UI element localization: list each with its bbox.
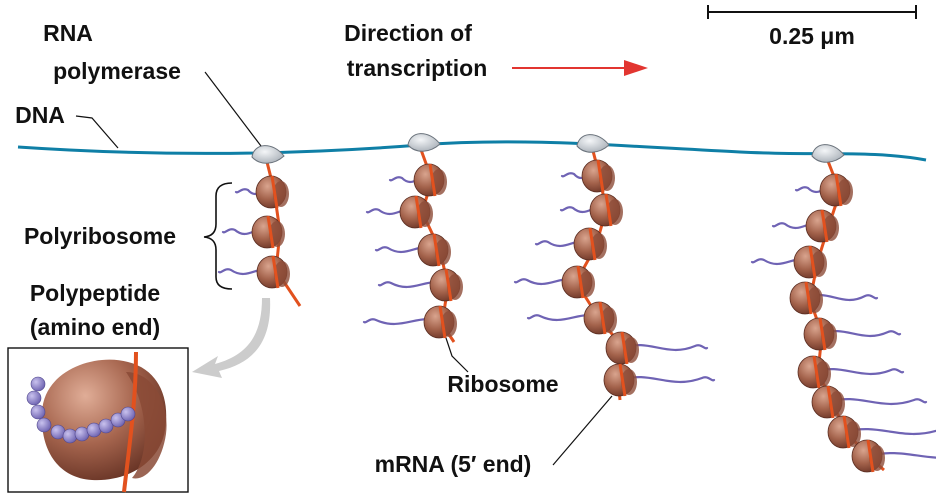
ribosome: [811, 385, 845, 419]
ribosome: [797, 355, 831, 389]
ribosome: [827, 415, 861, 449]
ribosome: [793, 245, 827, 279]
rna-polymerase: [811, 144, 845, 163]
amino-acid-bead: [62, 428, 78, 444]
ribosome: [581, 159, 615, 193]
rna-polymerases: [251, 133, 845, 164]
polypeptide-chain: [622, 344, 709, 351]
polyribosome-label: Polyribosome: [24, 223, 176, 249]
ribosome: [803, 317, 837, 351]
ribosome: [573, 227, 607, 261]
polypeptide-chain: [814, 368, 905, 375]
rna-polymerase-label-2: polymerase: [53, 58, 181, 84]
ribosome: [805, 209, 839, 243]
mrna-strands: [217, 146, 936, 473]
ribosome: [251, 215, 285, 249]
direction-label: Direction of: [344, 20, 472, 46]
ribosome: [255, 175, 289, 209]
amino-acid-bead: [26, 390, 42, 406]
scale-bar-label: 0.25 μm: [769, 23, 855, 49]
ribosome: [429, 268, 463, 302]
amino-acid-bead: [30, 376, 46, 392]
transcript-group: [513, 146, 716, 401]
ribosome: [789, 281, 823, 315]
polypeptide-chain: [620, 376, 716, 383]
ribosome: [603, 363, 637, 397]
polypeptide-chain: [828, 398, 928, 405]
polypeptide-chain: [868, 452, 936, 459]
amino-acid-bead: [30, 404, 46, 420]
ribosome: [851, 439, 885, 473]
direction-label-2: transcription: [347, 55, 488, 81]
amino-acid-bead: [36, 417, 52, 433]
ribosome-inset: [7, 347, 189, 493]
rna-polymerase: [251, 145, 285, 164]
mrna-label: mRNA (5′ end): [375, 451, 532, 477]
polypeptide-label: Polypeptide: [30, 280, 160, 306]
dna-label: DNA: [15, 102, 65, 128]
scale-bar: [707, 5, 917, 19]
dna-strand: [17, 140, 927, 162]
rna-polymerase: [576, 134, 610, 153]
ribosome: [256, 255, 290, 289]
polyribosome-brace: [203, 182, 233, 290]
ribosome: [605, 331, 639, 365]
transcript-group: [750, 155, 936, 473]
polypeptide-chain: [820, 330, 902, 338]
polypeptide-chain: [806, 294, 879, 302]
ribosome: [583, 301, 617, 335]
ribosome: [399, 195, 433, 229]
transcript-group: [217, 157, 302, 307]
ribosome: [589, 193, 623, 227]
polypeptide-label-2: (amino end): [30, 314, 160, 340]
ribosome: [561, 265, 595, 299]
rna-polymerase-label: RNA: [43, 20, 93, 46]
transcript-group: [362, 146, 463, 343]
amino-acid-bead: [98, 418, 114, 434]
polypeptide-chain: [844, 428, 936, 436]
ribosome: [423, 305, 457, 339]
curved-arrow-icon: [192, 298, 271, 378]
ribosome-label: Ribosome: [447, 371, 558, 397]
ribosome: [819, 173, 853, 207]
amino-acid-bead: [120, 406, 136, 422]
right-arrow-icon: [512, 60, 648, 76]
ribosome: [417, 233, 451, 267]
ribosome: [413, 163, 447, 197]
rna-polymerase: [407, 133, 441, 152]
